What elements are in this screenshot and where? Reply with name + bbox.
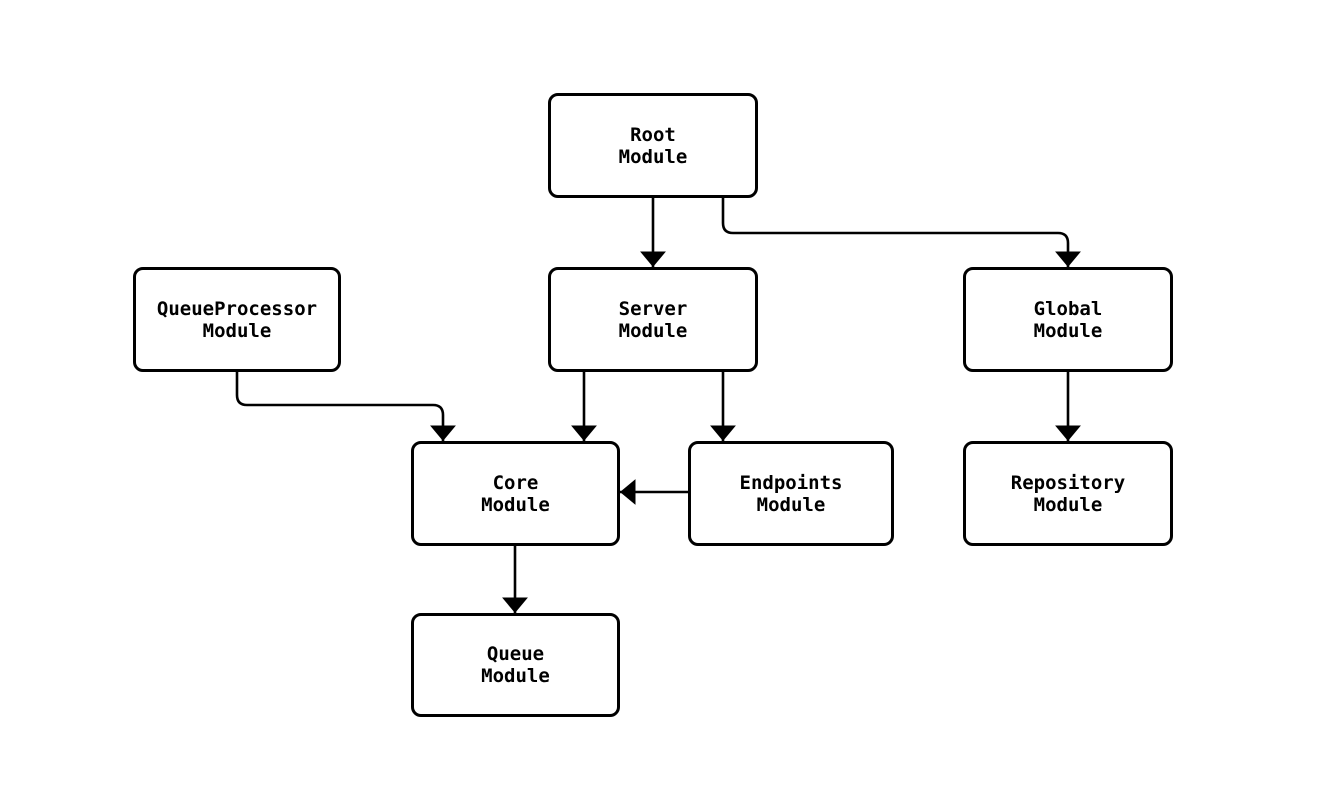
node-queue-label-line1: Queue (486, 643, 545, 665)
node-repository-module: Repository Module (963, 441, 1173, 546)
node-queueprocessor-label-line1: QueueProcessor (156, 297, 318, 320)
node-root-module: Root Module (548, 93, 758, 198)
node-endpoints-label-line2: Module (756, 493, 826, 516)
node-global-label-line1: Global (1033, 297, 1103, 320)
node-core-label-line2: Module (481, 493, 550, 516)
node-endpoints-module: Endpoints Module (688, 441, 894, 546)
node-core-module: Core Module (411, 441, 620, 546)
node-server-module: Server Module (548, 267, 758, 372)
node-root-label-line1: Root (630, 123, 676, 146)
node-root-label-line2: Module (618, 145, 688, 168)
node-global-label-line2: Module (1033, 319, 1103, 342)
node-core-label-line1: Core (492, 471, 539, 494)
node-queue-module: Queue Module (411, 613, 620, 717)
node-repository-label-line1: Repository (1010, 471, 1126, 494)
node-queueprocessor-module: QueueProcessor Module (133, 267, 341, 372)
node-endpoints-label-line1: Endpoints (739, 471, 843, 494)
node-queue-label-line2: Module (481, 665, 550, 687)
node-repository-label-line2: Module (1033, 493, 1103, 516)
node-queueprocessor-label-line2: Module (202, 319, 272, 342)
node-server-label-line1: Server (618, 297, 688, 320)
node-global-module: Global Module (963, 267, 1173, 372)
node-server-label-line2: Module (618, 319, 688, 342)
edge-root-to-global (721, 198, 1081, 267)
edge-queueprocessor-to-core (235, 372, 456, 441)
